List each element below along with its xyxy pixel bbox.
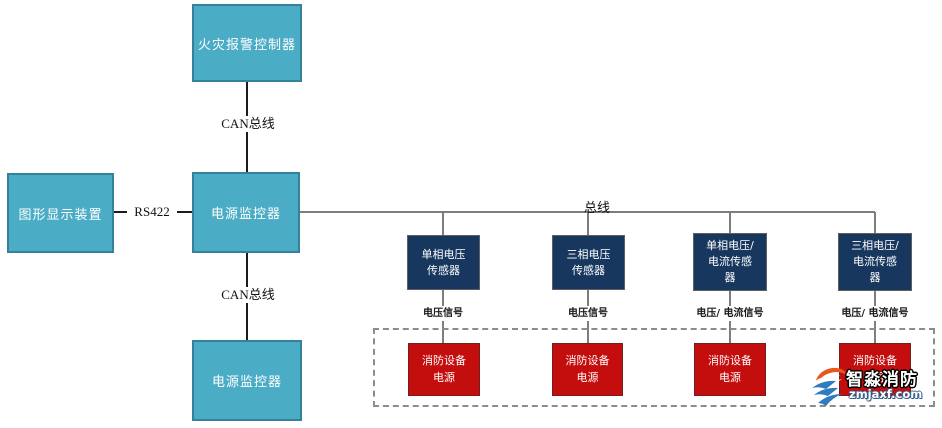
node-power-monitor-lower: 电源监控器 — [192, 340, 302, 421]
node-fire-alarm-controller: 火灾报警控制器 — [192, 4, 302, 82]
brand-logo-icon — [812, 367, 848, 406]
edge-sensor-drop-1 — [442, 212, 444, 235]
label-bus: 总线 — [583, 200, 610, 215]
label-signal-3: 电压/ 电流信号 — [674, 306, 786, 321]
label-signal-4: 电压/ 电流信号 — [819, 306, 931, 321]
edge-sensor-drop-3 — [729, 212, 731, 233]
edge-sensor-drop-4 — [874, 212, 876, 233]
watermark-brand: 智淼消防 — [846, 370, 918, 390]
node-power-monitor-upper: 电源监控器 — [192, 172, 300, 253]
label-can-bus-top: CAN总线 — [201, 116, 295, 132]
edge-sensor-drop-2 — [587, 212, 589, 235]
watermark: 智淼消防 zmjaxf.com — [806, 362, 942, 414]
edge-bus-line — [300, 211, 875, 213]
label-signal-2: 电压信号 — [532, 306, 644, 321]
node-fire-equipment-power-3: 消防设备 电源 — [694, 343, 766, 396]
node-sensor-three-phase-voltage: 三相电压 传感器 — [552, 235, 625, 290]
node-fire-equipment-power-4: 消防设备 电源 — [839, 343, 911, 396]
label-rs422: RS422 — [127, 204, 177, 220]
node-fire-equipment-power-2: 消防设备 电源 — [552, 343, 623, 396]
node-sensor-single-phase-voltage-current: 单相电压/ 电流传感 器 — [693, 233, 767, 291]
node-fire-equipment-power-1: 消防设备 电源 — [408, 343, 480, 396]
node-sensor-three-phase-voltage-current: 三相电压/ 电流传感 器 — [838, 233, 912, 291]
label-can-bus-bottom: CAN总线 — [201, 287, 295, 303]
label-signal-1: 电压信号 — [387, 306, 499, 321]
watermark-url: zmjaxf.com — [849, 387, 923, 401]
dashed-group-boundary — [373, 328, 935, 407]
node-sensor-single-phase-voltage: 单相电压 传感器 — [407, 235, 480, 290]
node-graphic-display: 图形显示装置 — [7, 173, 114, 253]
